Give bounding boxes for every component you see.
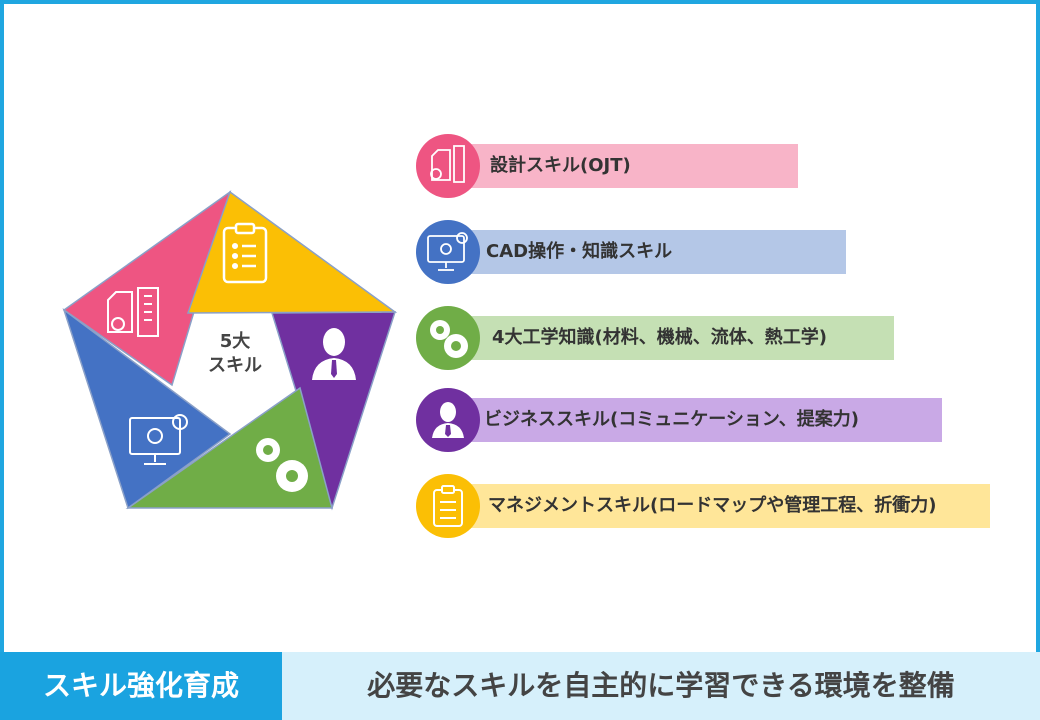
- footer-message: 必要なスキルを自主的に学習できる環境を整備: [282, 652, 1040, 720]
- pentagon-segment-cad: [62, 307, 232, 510]
- skill-label: ビジネススキル(コミュニケーション、提案力): [484, 409, 860, 430]
- gears-icon: [256, 438, 308, 492]
- skill-label: CAD操作・知識スキル: [486, 241, 673, 262]
- skill-pill: CAD操作・知識スキル: [448, 230, 846, 274]
- footer-title: スキル強化育成: [0, 652, 282, 720]
- clipboard-icon: [222, 222, 268, 284]
- computer-settings-icon: [129, 414, 188, 465]
- businessman-icon: [416, 388, 480, 452]
- skill-label: 設計スキル(OJT): [490, 155, 631, 176]
- skill-pill: マネジメントスキル(ロードマップや管理工程、折衝力): [448, 484, 990, 528]
- computer-settings-icon: [416, 220, 480, 284]
- skill-pill: 設計スキル(OJT): [448, 144, 798, 188]
- design-ruler-icon: [416, 134, 480, 198]
- clipboard-icon: [416, 474, 480, 538]
- skill-label: 4大工学知識(材料、機械、流体、熱工学): [492, 327, 827, 348]
- center-label-line2: スキル: [208, 355, 262, 376]
- design-ruler-icon: [107, 287, 159, 337]
- skill-pill: ビジネススキル(コミュニケーション、提案力): [448, 398, 942, 442]
- diagram-center-label: 5大 スキル: [180, 330, 290, 378]
- skill-label: マネジメントスキル(ロードマップや管理工程、折衝力): [488, 495, 937, 516]
- gears-icon: [416, 306, 480, 370]
- businessman-icon: [312, 328, 356, 380]
- center-label-line1: 5大: [219, 331, 251, 352]
- skill-pill: 4大工学知識(材料、機械、流体、熱工学): [448, 316, 894, 360]
